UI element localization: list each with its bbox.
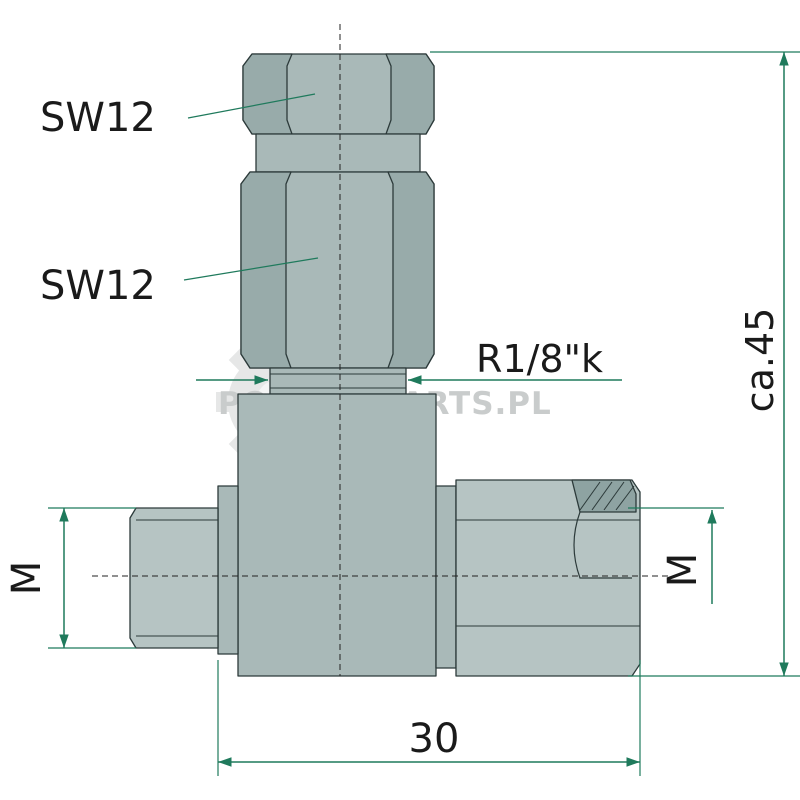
- height-dimension: [430, 51, 800, 677]
- left-male-connector: [129, 485, 239, 655]
- sw-upper-label: SW12: [40, 95, 156, 141]
- threaded-stem: [269, 367, 407, 395]
- right-female-connector: [435, 479, 641, 677]
- m-right-label: M: [660, 553, 706, 588]
- sw-lower-label: SW12: [40, 263, 156, 309]
- height-dimension-label: ca.45: [738, 308, 782, 413]
- width-dimension: [217, 660, 641, 776]
- right-m-dimension: [628, 507, 724, 604]
- m-left-label: M: [4, 561, 50, 596]
- nut-neck: [255, 133, 421, 173]
- thread-label: R1/8"k: [476, 337, 603, 381]
- left-m-dimension: [48, 507, 136, 649]
- width-dimension-label: 30: [409, 716, 460, 762]
- leader-sw-lower: [183, 257, 319, 281]
- lower-hex-nut: [240, 171, 435, 369]
- upper-hex-nut: [242, 53, 435, 135]
- leader-sw-upper: [187, 93, 316, 119]
- main-body: [237, 393, 437, 677]
